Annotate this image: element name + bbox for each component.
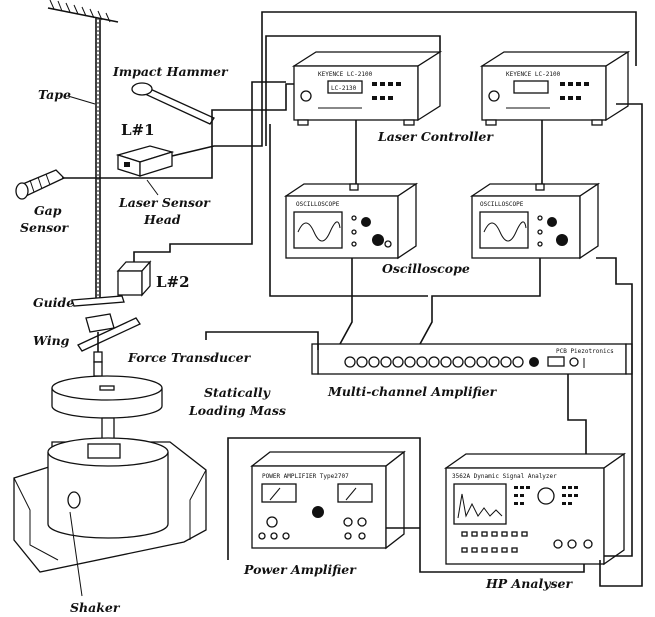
shaker-label: Shaker — [70, 600, 121, 615]
wing-label: Wing — [33, 333, 70, 348]
shaker — [13, 437, 207, 573]
laser-head-label-1: Laser Sensor — [118, 195, 211, 210]
tape-label: Tape — [38, 87, 71, 102]
laser-head-leader — [146, 179, 159, 196]
gap-sensor-label-2: Sensor — [20, 220, 69, 235]
power-amp-panel-text: POWER AMPLIFIER Type2707 — [262, 473, 349, 480]
guide-label: Guide — [33, 295, 74, 310]
impact-hammer-label: Impact Hammer — [112, 64, 229, 79]
oscilloscope-2: OSCILLOSCOPE — [469, 182, 601, 260]
laser-sensor-head-2 — [116, 260, 152, 297]
multichannel-amp-label: Multi-channel Amplifier — [327, 384, 498, 399]
oscilloscope-1-brand: OSCILLOSCOPE — [296, 201, 340, 208]
shaker-leader — [69, 511, 83, 597]
hp-panel-text: 3562A Dynamic Signal Analyzer — [452, 473, 557, 480]
gap-sensor-label-1: Gap — [34, 203, 62, 218]
guide — [71, 295, 125, 307]
laser-controller-2: KEYENCE LC-2100 — [479, 50, 631, 126]
statically-loading-mass — [51, 361, 163, 441]
signal-cables — [62, 11, 643, 587]
mass-label-1: Statically — [204, 385, 271, 400]
laser-head-label-2: Head — [143, 212, 181, 227]
hp-analyser-label: HP Analyser — [485, 576, 573, 591]
laser-controller-1-display: LC-2130 — [331, 85, 357, 92]
force-transducer-label: Force Transducer — [127, 350, 252, 365]
impact-hammer — [131, 82, 215, 125]
mass-label-2: Loading Mass — [188, 403, 286, 418]
wing — [77, 313, 141, 363]
tape-leader — [67, 95, 96, 105]
gap-sensor — [15, 169, 66, 200]
laser-sensor-head-1 — [115, 145, 175, 177]
laser-controller-1: KEYENCE LC-2100 LC-2130 — [291, 50, 443, 126]
laser-controller-2-brand: KEYENCE LC-2100 — [506, 71, 561, 78]
laser-2-label: L#2 — [156, 273, 190, 291]
power-amplifier: POWER AMPLIFIER Type2707 — [250, 450, 406, 550]
hp-analyser: 3562A Dynamic Signal Analyzer — [443, 452, 627, 566]
tape-beam — [95, 18, 101, 300]
oscilloscope-2-brand: OSCILLOSCOPE — [480, 201, 524, 208]
oscilloscope-label: Oscilloscope — [382, 261, 470, 276]
multichannel-amplifier: PCB Piezotronics — [311, 343, 633, 375]
laser-controller-1-brand: KEYENCE LC-2100 — [318, 71, 373, 78]
ceiling-support — [47, 0, 119, 23]
power-amp-label: Power Amplifier — [243, 562, 357, 577]
laser-1-label: L#1 — [121, 121, 155, 139]
oscilloscope-1: OSCILLOSCOPE — [283, 182, 419, 260]
laser-controller-label: Laser Controller — [377, 129, 494, 144]
pcb-brand: PCB Piezotronics — [556, 348, 614, 355]
